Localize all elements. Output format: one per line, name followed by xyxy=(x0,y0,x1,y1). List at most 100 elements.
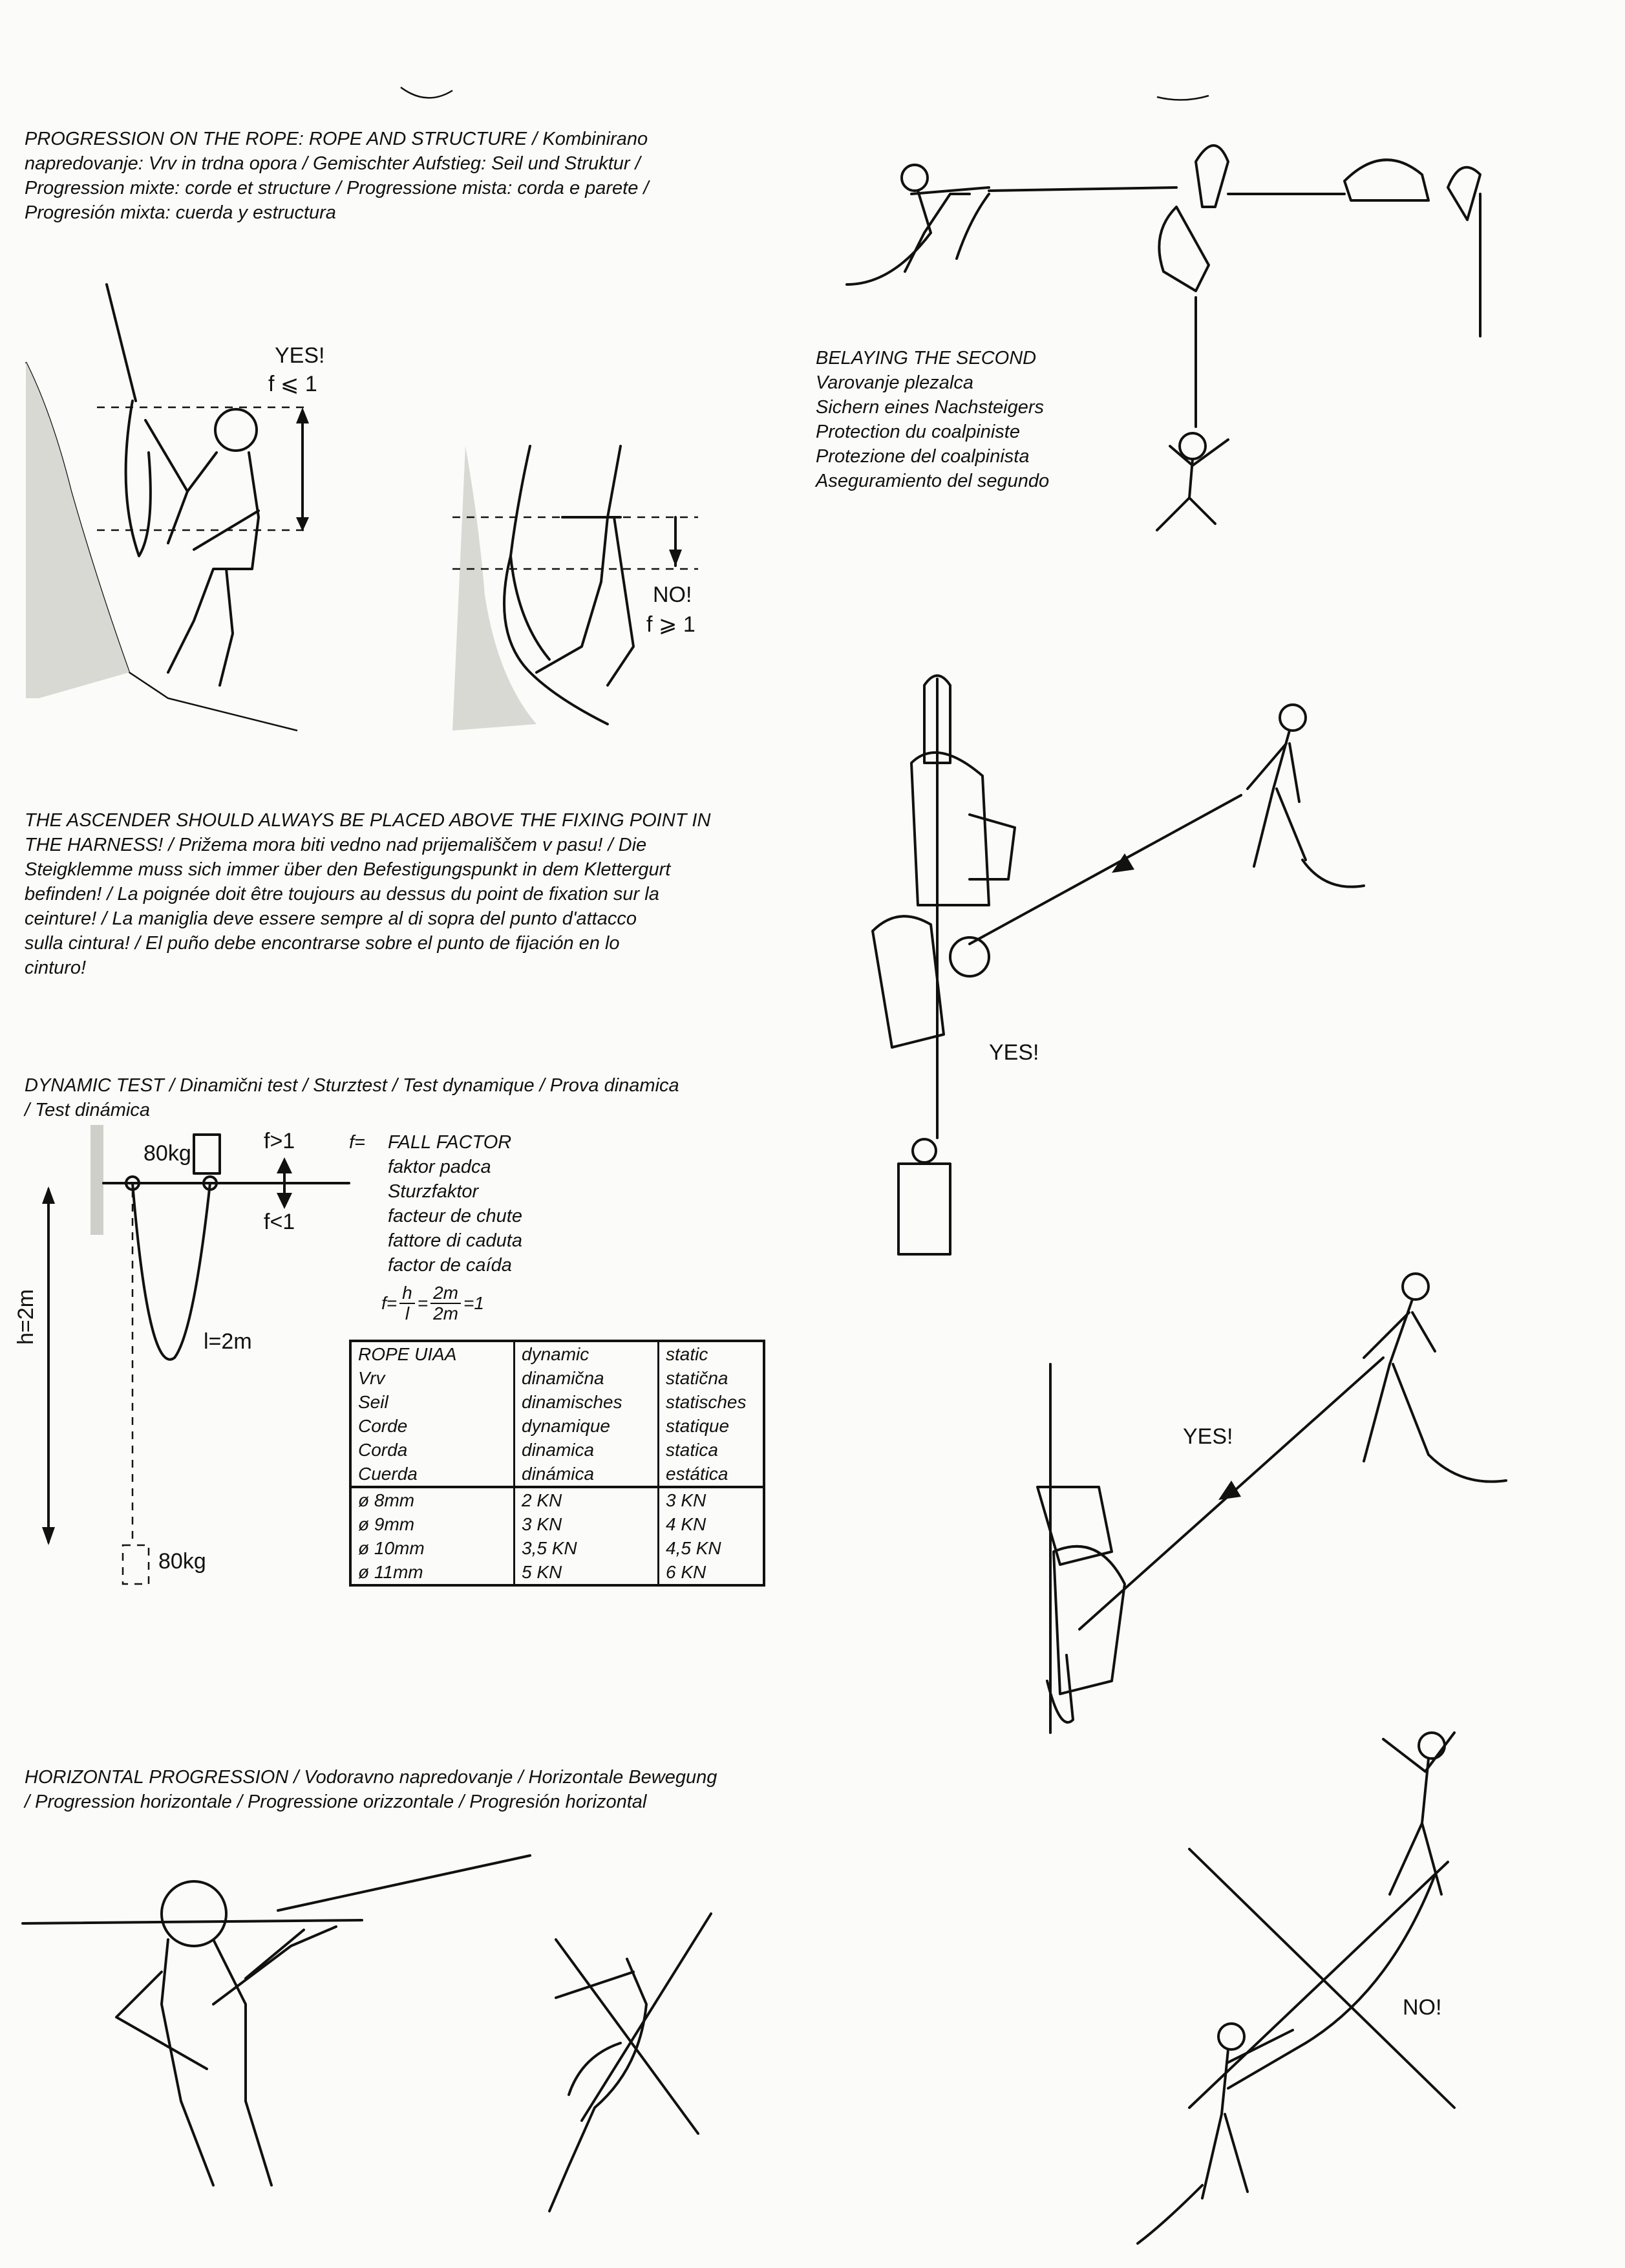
cell-line: estática xyxy=(666,1464,728,1484)
cell-line: statična xyxy=(666,1368,728,1388)
cell-line: Corda xyxy=(358,1440,408,1460)
title-line: Progression mixte: corde et structure / … xyxy=(25,178,649,198)
dynamic-value-cell: 2 KN 3 KN 3,5 KN 5 KN xyxy=(514,1486,659,1585)
rope-structure-title: PROGRESSION ON THE ROPE: ROPE AND STRUCT… xyxy=(25,127,768,225)
cell-line: statique xyxy=(666,1416,730,1436)
cell-line: statisches xyxy=(666,1392,747,1412)
formula-denominator: l xyxy=(405,1303,410,1323)
ascender-weight-illustration xyxy=(871,674,1365,1256)
horizontal-progression-illustration xyxy=(21,1854,712,2212)
formula-numerator: 2m xyxy=(430,1283,461,1304)
f-greater-label: f>1 xyxy=(264,1129,295,1153)
note-line: sulla cintura! / El puño debe encontrars… xyxy=(25,933,620,954)
punch-hole-mark xyxy=(1156,94,1209,101)
cell-line: 3 KN xyxy=(522,1514,562,1534)
cell-line: dinamična xyxy=(522,1368,604,1388)
note-line: THE HARNESS! / Prižema mora biti vedno n… xyxy=(25,835,647,855)
cell-line: Corde xyxy=(358,1416,408,1436)
title-line: Progresión mixta: cuerda y estructura xyxy=(25,202,336,223)
cell-line: 4 KN xyxy=(666,1514,706,1534)
fall-factor-line: facteur de chute xyxy=(388,1206,522,1226)
cell-line: ø 11mm xyxy=(358,1562,423,1582)
yes-label: YES! xyxy=(275,343,325,368)
title-line: / Progression horizontale / Progressione… xyxy=(25,1792,647,1812)
cell-line: Cuerda xyxy=(358,1464,418,1484)
belaying-line: Protezione del coalpinista xyxy=(816,446,1030,467)
cell-line: statica xyxy=(666,1440,718,1460)
belaying-line: Aseguramiento del segundo xyxy=(816,471,1050,491)
dynamic-header: dynamic dinamična dinamisches dynamique … xyxy=(514,1341,659,1487)
belaying-caption: BELAYING THE SECOND Varovanje plezalca S… xyxy=(816,346,1152,493)
belaying-line: Protection du coalpiniste xyxy=(816,422,1020,442)
yes-label-ascender: YES! xyxy=(989,1040,1039,1065)
formula-equals: = xyxy=(417,1293,429,1313)
cell-line: static xyxy=(666,1344,708,1364)
cell-line: 3 KN xyxy=(666,1490,706,1510)
formula-numerator: h xyxy=(399,1283,415,1304)
note-line: Steigklemme muss sich immer über den Bef… xyxy=(25,859,671,880)
fall-factor-list: FALL FACTOR faktor padca Sturzfaktor fac… xyxy=(388,1130,659,1278)
cell-line: ROPE UIAA xyxy=(358,1344,457,1364)
belay-second-illustration xyxy=(845,144,1482,531)
table-header-row: ROPE UIAA Vrv Seil Corde Corda Cuerda dy… xyxy=(350,1341,764,1487)
no-formula: f ⩾ 1 xyxy=(646,612,696,637)
note-line: cinturo! xyxy=(25,957,87,978)
formula-fraction: h l xyxy=(399,1283,415,1323)
formula-lhs: f= xyxy=(381,1293,398,1313)
fall-factor-prefix: f= xyxy=(349,1132,365,1153)
climber-yes-illustration xyxy=(25,283,309,732)
title-line: napredovanje: Vrv in trdna opora / Gemis… xyxy=(25,153,641,174)
ascender-note: THE ASCENDER SHOULD ALWAYS BE PLACED ABO… xyxy=(25,808,768,980)
fall-factor-line: Sturzfaktor xyxy=(388,1181,479,1202)
cell-line: 4,5 KN xyxy=(666,1538,721,1558)
belaying-title: BELAYING THE SECOND xyxy=(816,348,1037,369)
title-line: / Test dinámica xyxy=(25,1100,150,1120)
cell-line: 6 KN xyxy=(666,1562,706,1582)
fall-factor-line: FALL FACTOR xyxy=(388,1132,512,1153)
belaying-line: Sichern eines Nachsteigers xyxy=(816,397,1045,418)
formula-fraction: 2m 2m xyxy=(430,1283,461,1323)
fall-factor-line: fattore di caduta xyxy=(388,1230,522,1251)
formula-result: =1 xyxy=(463,1293,484,1313)
f-less-label: f<1 xyxy=(264,1210,295,1234)
note-line: ceinture! / La maniglia deve essere semp… xyxy=(25,908,637,929)
climber-no-illustration xyxy=(452,445,698,731)
cell-line: 5 KN xyxy=(522,1562,562,1582)
cell-line: dinámica xyxy=(522,1464,595,1484)
pendulum-no-illustration xyxy=(1136,1731,1456,2245)
note-line: befinden! / La poignée doit être toujour… xyxy=(25,884,659,904)
static-header: static statična statisches statique stat… xyxy=(659,1341,765,1487)
cell-line: ø 10mm xyxy=(358,1538,425,1558)
title-line: DYNAMIC TEST / Dinamični test / Sturztes… xyxy=(25,1075,679,1096)
title-line: PROGRESSION ON THE ROPE: ROPE AND STRUCT… xyxy=(25,129,648,149)
rope-type-header: ROPE UIAA Vrv Seil Corde Corda Cuerda xyxy=(350,1341,515,1487)
yes-formula: f ⩽ 1 xyxy=(268,372,317,396)
yes-label-second-ascender: YES! xyxy=(1183,1424,1233,1449)
cell-line: dinamisches xyxy=(522,1392,622,1412)
table-row: ø 8mm ø 9mm ø 10mm ø 11mm 2 KN 3 KN 3,5 … xyxy=(350,1486,764,1585)
cell-line: Vrv xyxy=(358,1368,385,1388)
cell-line: dinamica xyxy=(522,1440,595,1460)
no-label-pendulum: NO! xyxy=(1403,1995,1442,2020)
fall-factor-formula: f= h l = 2m 2m =1 xyxy=(381,1283,484,1323)
weight-top-label: 80kg xyxy=(143,1141,191,1166)
weight-bottom-label: 80kg xyxy=(158,1549,206,1574)
cell-line: dynamique xyxy=(522,1416,610,1436)
dynamic-test-diagram xyxy=(42,1125,350,1585)
cell-line: 2 KN xyxy=(522,1490,562,1510)
height-label: h=2m xyxy=(14,1289,38,1345)
dynamic-test-title: DYNAMIC TEST / Dinamični test / Sturztes… xyxy=(25,1073,768,1122)
cell-line: Seil xyxy=(358,1392,388,1412)
static-value-cell: 3 KN 4 KN 4,5 KN 6 KN xyxy=(658,1486,764,1585)
diameter-cell: ø 8mm ø 9mm ø 10mm ø 11mm xyxy=(350,1486,515,1585)
formula-denominator: 2m xyxy=(433,1303,458,1323)
cell-line: dynamic xyxy=(522,1344,589,1364)
rope-strength-table: ROPE UIAA Vrv Seil Corde Corda Cuerda dy… xyxy=(349,1340,765,1587)
punch-hole-mark xyxy=(400,86,453,99)
length-label: l=2m xyxy=(204,1329,252,1354)
title-line: HORIZONTAL PROGRESSION / Vodoravno napre… xyxy=(25,1767,717,1788)
cell-line: ø 9mm xyxy=(358,1514,415,1534)
no-label: NO! xyxy=(653,583,692,607)
cell-line: ø 8mm xyxy=(358,1490,415,1510)
